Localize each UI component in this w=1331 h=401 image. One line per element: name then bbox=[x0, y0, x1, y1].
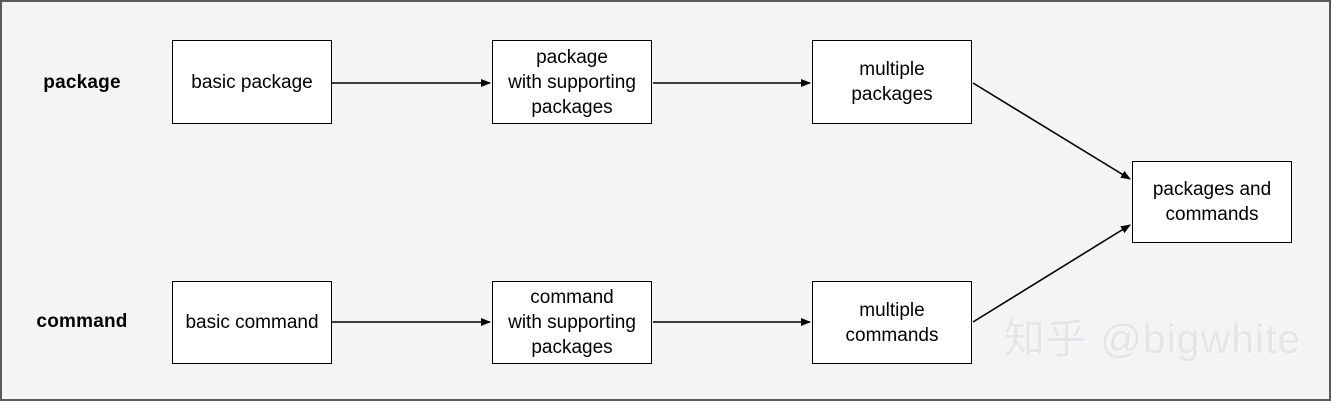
edge-multiple-cmds-to-final bbox=[972, 224, 1131, 323]
node-basic-command[interactable]: basic command bbox=[172, 281, 332, 364]
row-label-package: package bbox=[43, 72, 121, 93]
node-basic-package[interactable]: basic package bbox=[172, 40, 332, 124]
node-command-with-supporting-packages[interactable]: command with supporting packages bbox=[492, 281, 652, 364]
node-multiple-packages[interactable]: multiple packages bbox=[812, 40, 972, 124]
node-package-with-supporting-packages[interactable]: package with supporting packages bbox=[492, 40, 652, 124]
row-label-command: command bbox=[36, 311, 128, 332]
watermark: 知乎 @bigwhite bbox=[1004, 316, 1302, 362]
edge-group bbox=[332, 79, 1131, 326]
node-multiple-commands[interactable]: multiple commands bbox=[812, 281, 972, 364]
edge-multiple-pkgs-to-final bbox=[972, 82, 1131, 180]
node-packages-and-commands[interactable]: packages and commands bbox=[1132, 161, 1292, 243]
